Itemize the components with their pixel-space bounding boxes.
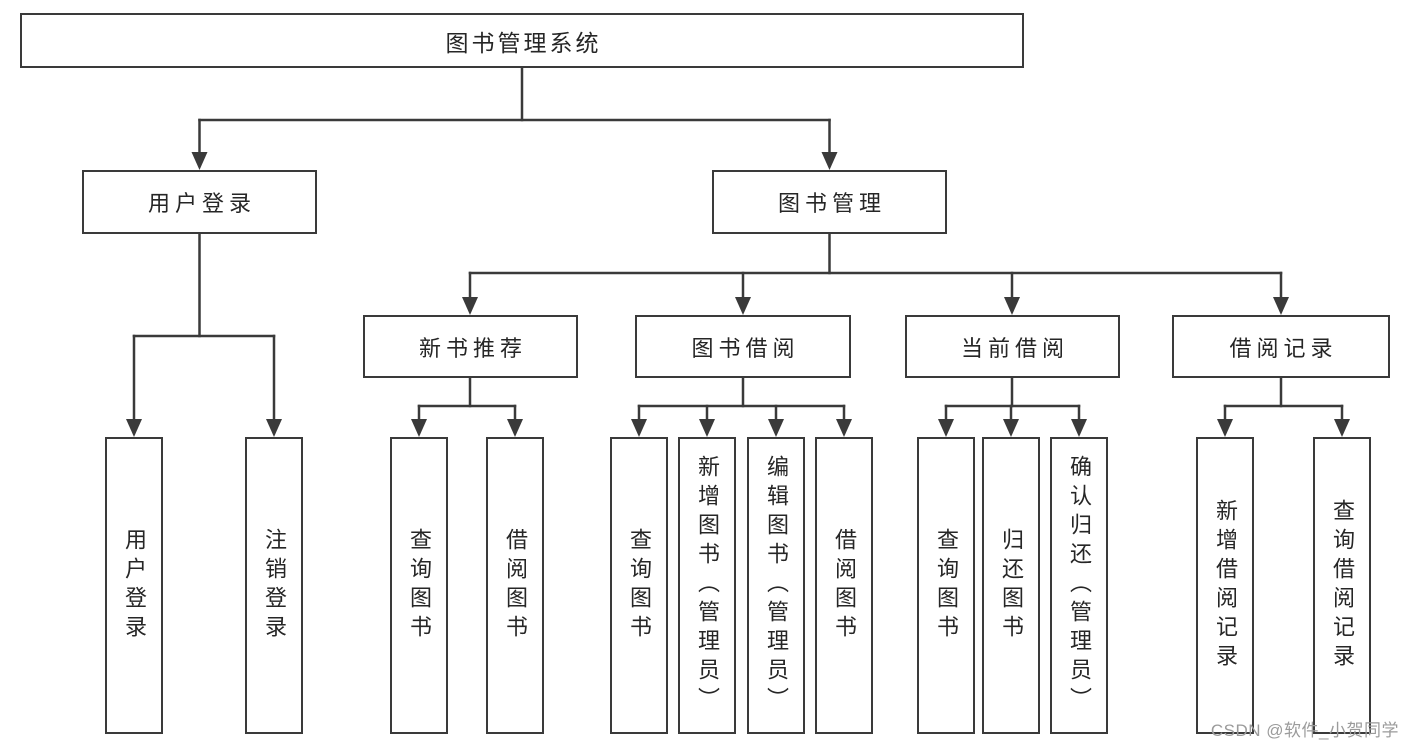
node-current-borrowing: 当前借阅	[905, 315, 1120, 378]
node-label: 图书管理	[777, 191, 886, 216]
node-label: 查询图书	[407, 527, 432, 644]
node-label: 借阅图书	[832, 527, 857, 644]
leaf-borrow-books-recommend: 借阅图书	[486, 437, 544, 734]
node-label: 图书借阅	[691, 335, 800, 361]
node-label: 查询图书	[934, 527, 959, 644]
leaf-query-books-current: 查询图书	[917, 437, 975, 734]
leaf-logout: 注销登录	[245, 437, 303, 734]
node-label: 借阅图书	[503, 527, 528, 644]
node-label: 图书管理系统	[445, 29, 602, 56]
leaf-add-borrow-record: 新增借阅记录	[1196, 437, 1254, 734]
node-label: 查询借阅记录	[1330, 498, 1355, 673]
node-label: 用户登录	[147, 191, 256, 216]
leaf-edit-book-admin: 编辑图书（管理员）	[747, 437, 805, 734]
leaf-query-books-borrowing: 查询图书	[610, 437, 668, 734]
node-book-borrowing: 图书借阅	[635, 315, 851, 378]
leaf-add-book-admin: 新增图书（管理员）	[678, 437, 736, 734]
node-book-management: 图书管理	[712, 170, 947, 234]
node-label: 当前借阅	[960, 335, 1069, 361]
node-borrowing-records: 借阅记录	[1172, 315, 1390, 378]
node-new-book-recommend: 新书推荐	[363, 315, 578, 378]
node-label: 注销登录	[262, 527, 287, 644]
node-label: 编辑图书（管理员）	[764, 455, 789, 716]
leaf-user-login: 用户登录	[105, 437, 163, 734]
node-user-login: 用户登录	[82, 170, 317, 234]
node-label: 新增借阅记录	[1213, 498, 1238, 673]
node-label: 用户登录	[122, 527, 147, 644]
node-root-system: 图书管理系统	[20, 13, 1024, 68]
node-label: 查询图书	[627, 527, 652, 644]
leaf-confirm-return-admin: 确认归还（管理员）	[1050, 437, 1108, 734]
watermark: CSDN @软件_小贺同学	[1210, 721, 1399, 740]
leaf-query-books-recommend: 查询图书	[390, 437, 448, 734]
node-label: 借阅记录	[1229, 335, 1338, 361]
node-label: 新书推荐	[418, 335, 527, 361]
node-label: 新增图书（管理员）	[695, 455, 720, 716]
leaf-borrow-books-borrowing: 借阅图书	[815, 437, 873, 734]
leaf-query-borrow-record: 查询借阅记录	[1313, 437, 1371, 734]
node-label: 确认归还（管理员）	[1067, 455, 1092, 716]
node-label: 归还图书	[999, 527, 1024, 644]
leaf-return-books: 归还图书	[982, 437, 1040, 734]
